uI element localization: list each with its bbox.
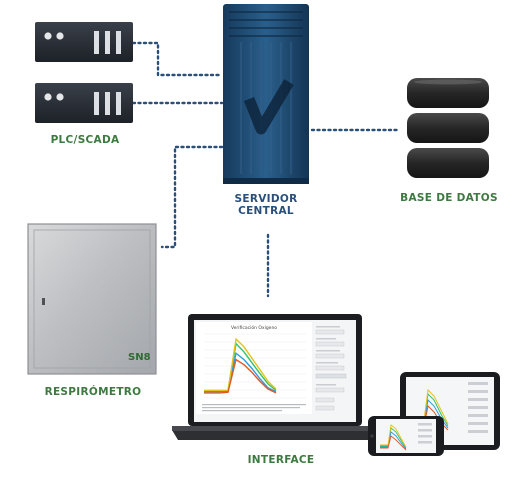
server-label-line2: CENTRAL <box>238 205 294 217</box>
interface-label: INTERFACE <box>247 454 315 466</box>
server-label-line1: SERVIDOR <box>234 193 298 205</box>
rack-server-top <box>35 22 133 62</box>
link-plc-top <box>131 41 224 77</box>
chart-series-line-2 <box>204 337 277 392</box>
chart-series-line-1 <box>204 351 277 393</box>
tablet-icon <box>400 372 500 450</box>
laptop-side-panel <box>314 322 354 414</box>
link-server-respirometer <box>160 145 224 249</box>
tower-server-icon <box>223 4 309 184</box>
database-icon <box>407 78 489 178</box>
plc-scada-label: PLC/SCADA <box>50 134 120 146</box>
respirometer-label: RESPIRÓMETRO <box>44 386 142 398</box>
steel-cabinet-icon <box>27 223 157 375</box>
cabinet-badge: SN8 <box>128 352 151 363</box>
oxygen-chart: Verificación Oxígeno <box>196 322 312 414</box>
chart-series-line-3 <box>204 358 277 394</box>
rack-server-bottom <box>35 83 133 123</box>
database-label: BASE DE DATOS <box>400 192 498 204</box>
chart-title: Verificación Oxígeno <box>231 324 277 331</box>
smartphone-icon <box>368 416 444 456</box>
